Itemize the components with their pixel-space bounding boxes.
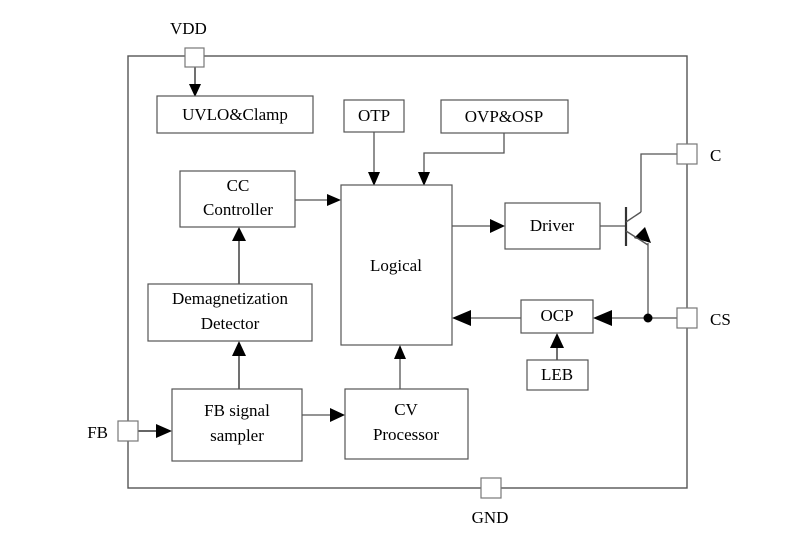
arrowhead-cc-logical: [327, 194, 341, 206]
block-cc-controller[interactable]: CC Controller: [179, 170, 296, 228]
block-ovp-osp[interactable]: OVP&OSP: [440, 99, 569, 134]
arrowhead-otp-logical: [368, 172, 380, 186]
arrowhead-cvproc-logical: [394, 345, 406, 359]
block-label-logical: Logical: [370, 256, 422, 275]
block-label-otp: OTP: [358, 106, 390, 125]
block-label-cc-line1: CC: [227, 176, 250, 195]
block-label-leb: LEB: [541, 365, 573, 384]
transistor-emitter-lead: [625, 230, 649, 246]
ic-outline: [127, 55, 688, 489]
block-leb[interactable]: LEB: [526, 359, 589, 391]
block-label-cvproc-line1: CV: [394, 400, 418, 419]
block-demagnetization-detector[interactable]: Demagnetization Detector: [147, 283, 313, 342]
block-ocp[interactable]: OCP: [520, 299, 594, 334]
block-label-cc-line2: Controller: [203, 200, 273, 219]
pin-label-c: C: [710, 146, 721, 165]
pin-cs[interactable]: CS: [676, 307, 731, 329]
arrowhead-fbsampler-cvproc: [330, 408, 345, 422]
arrowhead-demag-cc: [232, 227, 246, 241]
block-label-driver: Driver: [530, 216, 575, 235]
block-uvlo-clamp[interactable]: UVLO&Clamp: [156, 95, 314, 134]
arrowhead-ocp-logical: [452, 310, 471, 326]
block-label-fbsamp-line2: sampler: [210, 426, 264, 445]
arrowhead-ovp-logical: [418, 172, 430, 186]
arrowhead-cs-ocp: [593, 310, 612, 326]
block-label-cvproc-line2: Processor: [373, 425, 439, 444]
arrowhead-transistor-emitter: [634, 227, 651, 243]
arrowhead-leb-ocp: [550, 333, 564, 348]
block-logical[interactable]: Logical: [340, 184, 453, 346]
pin-label-cs: CS: [710, 310, 731, 329]
block-otp[interactable]: OTP: [343, 99, 405, 133]
arrowhead-fb-fbsampler: [156, 424, 172, 438]
arrowhead-vdd-uvlo: [189, 84, 201, 97]
pin-fb[interactable]: FB: [87, 420, 139, 442]
block-driver[interactable]: Driver: [504, 202, 601, 250]
block-label-uvlo: UVLO&Clamp: [182, 105, 288, 124]
block-cv-processor[interactable]: CV Processor: [344, 388, 469, 460]
pin-label-fb: FB: [87, 423, 108, 442]
block-fb-signal-sampler[interactable]: FB signal sampler: [171, 388, 303, 462]
arrowhead-fbsampler-demag: [232, 341, 246, 356]
arrowhead-logical-driver: [490, 219, 505, 233]
pin-c[interactable]: C: [676, 143, 721, 165]
pin-vdd[interactable]: VDD: [170, 19, 207, 68]
junction-dot-cs: [643, 313, 653, 323]
pin-label-gnd: GND: [472, 508, 509, 527]
wire-ovp-to-logical: [423, 133, 505, 175]
block-label-fbsamp-line1: FB signal: [204, 401, 270, 420]
block-label-ovp: OVP&OSP: [465, 107, 543, 126]
block-label-demag-line2: Detector: [201, 314, 260, 333]
pin-gnd[interactable]: GND: [472, 477, 509, 527]
wire-transistor-collector-to-c: [640, 153, 677, 212]
transistor-collector-lead: [625, 211, 642, 223]
block-label-ocp: OCP: [540, 306, 573, 325]
block-label-demag-line1: Demagnetization: [172, 289, 289, 308]
pin-label-vdd: VDD: [170, 19, 207, 38]
